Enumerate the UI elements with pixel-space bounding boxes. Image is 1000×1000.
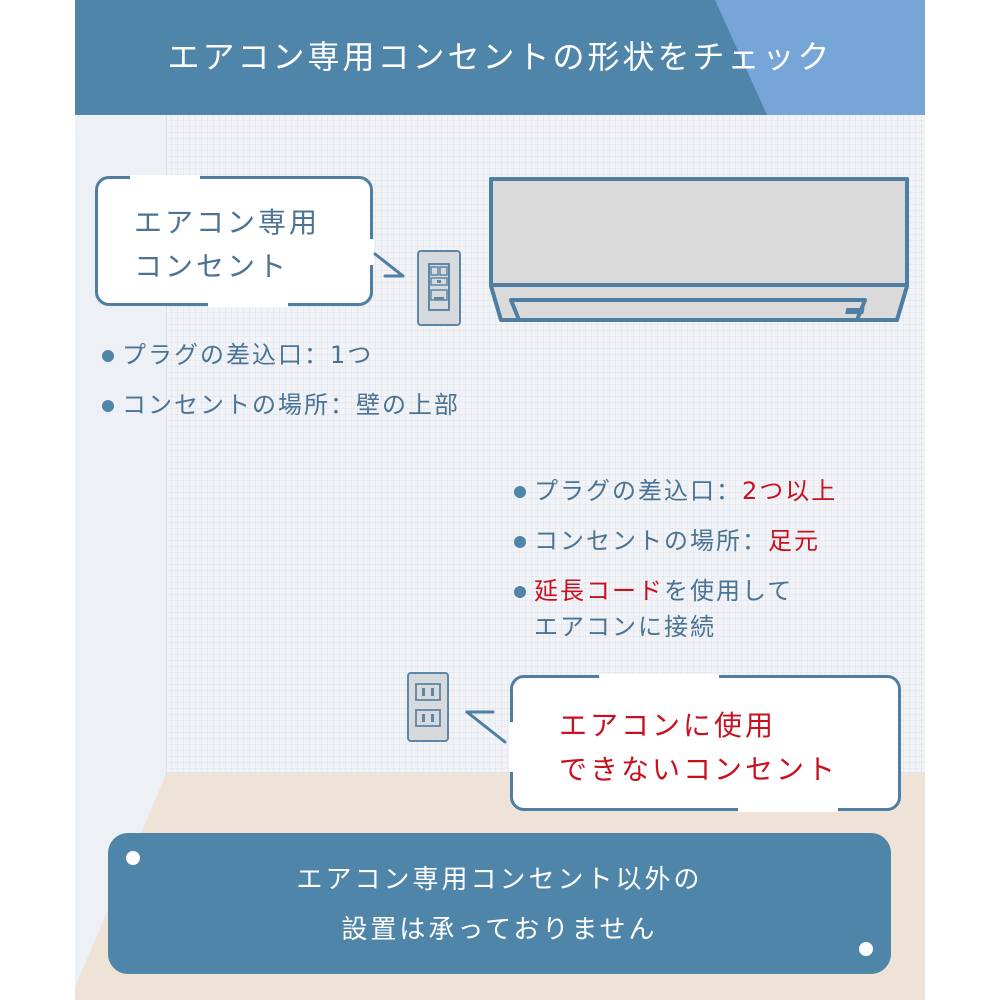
bullet-icon — [102, 350, 114, 362]
bullet-icon — [514, 536, 526, 548]
feature-plug-slots: プラグの差込口：2つ以上 — [512, 476, 837, 506]
bullet-icon — [514, 586, 526, 598]
callout-pointer — [373, 252, 405, 278]
notice-line-2: 設置は承っておりません — [341, 915, 658, 945]
dedicated-outlet-features: プラグの差込口：1つ コンセントの場所：壁の上部 — [100, 340, 460, 440]
feature-plug-slots: プラグの差込口：1つ — [100, 340, 460, 370]
bullet-icon — [102, 400, 114, 412]
infographic-canvas: エアコン専用コンセントの形状をチェック エアコン専用 コンセント — [75, 0, 925, 1000]
callout-line-1: エアコン専用 — [134, 206, 321, 239]
standard-outlet-icon — [407, 672, 449, 742]
non-dedicated-outlet-features: プラグの差込口：2つ以上 コンセントの場所：足元 延長コードを使用して エアコン… — [512, 476, 837, 662]
notice-panel: エアコン専用コンセント以外の 設置は承っておりません — [108, 833, 891, 974]
non-dedicated-outlet-callout: エアコンに使用 できないコンセント — [509, 674, 901, 812]
callout-line-1: エアコンに使用 — [559, 709, 777, 742]
notice-line-1: エアコン専用コンセント以外の — [296, 865, 703, 895]
callout-line-2: できないコンセント — [559, 753, 839, 786]
page-title: エアコン専用コンセントの形状をチェック — [167, 38, 833, 76]
feature-outlet-location: コンセントの場所：壁の上部 — [100, 390, 460, 420]
feature-extension-cord: 延長コードを使用して エアコンに接続 — [512, 576, 837, 642]
decorative-dot-icon — [126, 851, 140, 865]
header-banner: エアコン専用コンセントの形状をチェック — [75, 0, 925, 115]
callout-pointer — [465, 710, 507, 744]
bullet-icon — [514, 486, 526, 498]
feature-outlet-location: コンセントの場所：足元 — [512, 526, 837, 556]
dedicated-outlet-callout: エアコン専用 コンセント — [95, 175, 374, 307]
decorative-dot-icon — [859, 942, 873, 956]
callout-line-2: コンセント — [134, 250, 290, 283]
dedicated-outlet-icon — [417, 250, 461, 326]
air-conditioner-icon — [489, 177, 909, 322]
